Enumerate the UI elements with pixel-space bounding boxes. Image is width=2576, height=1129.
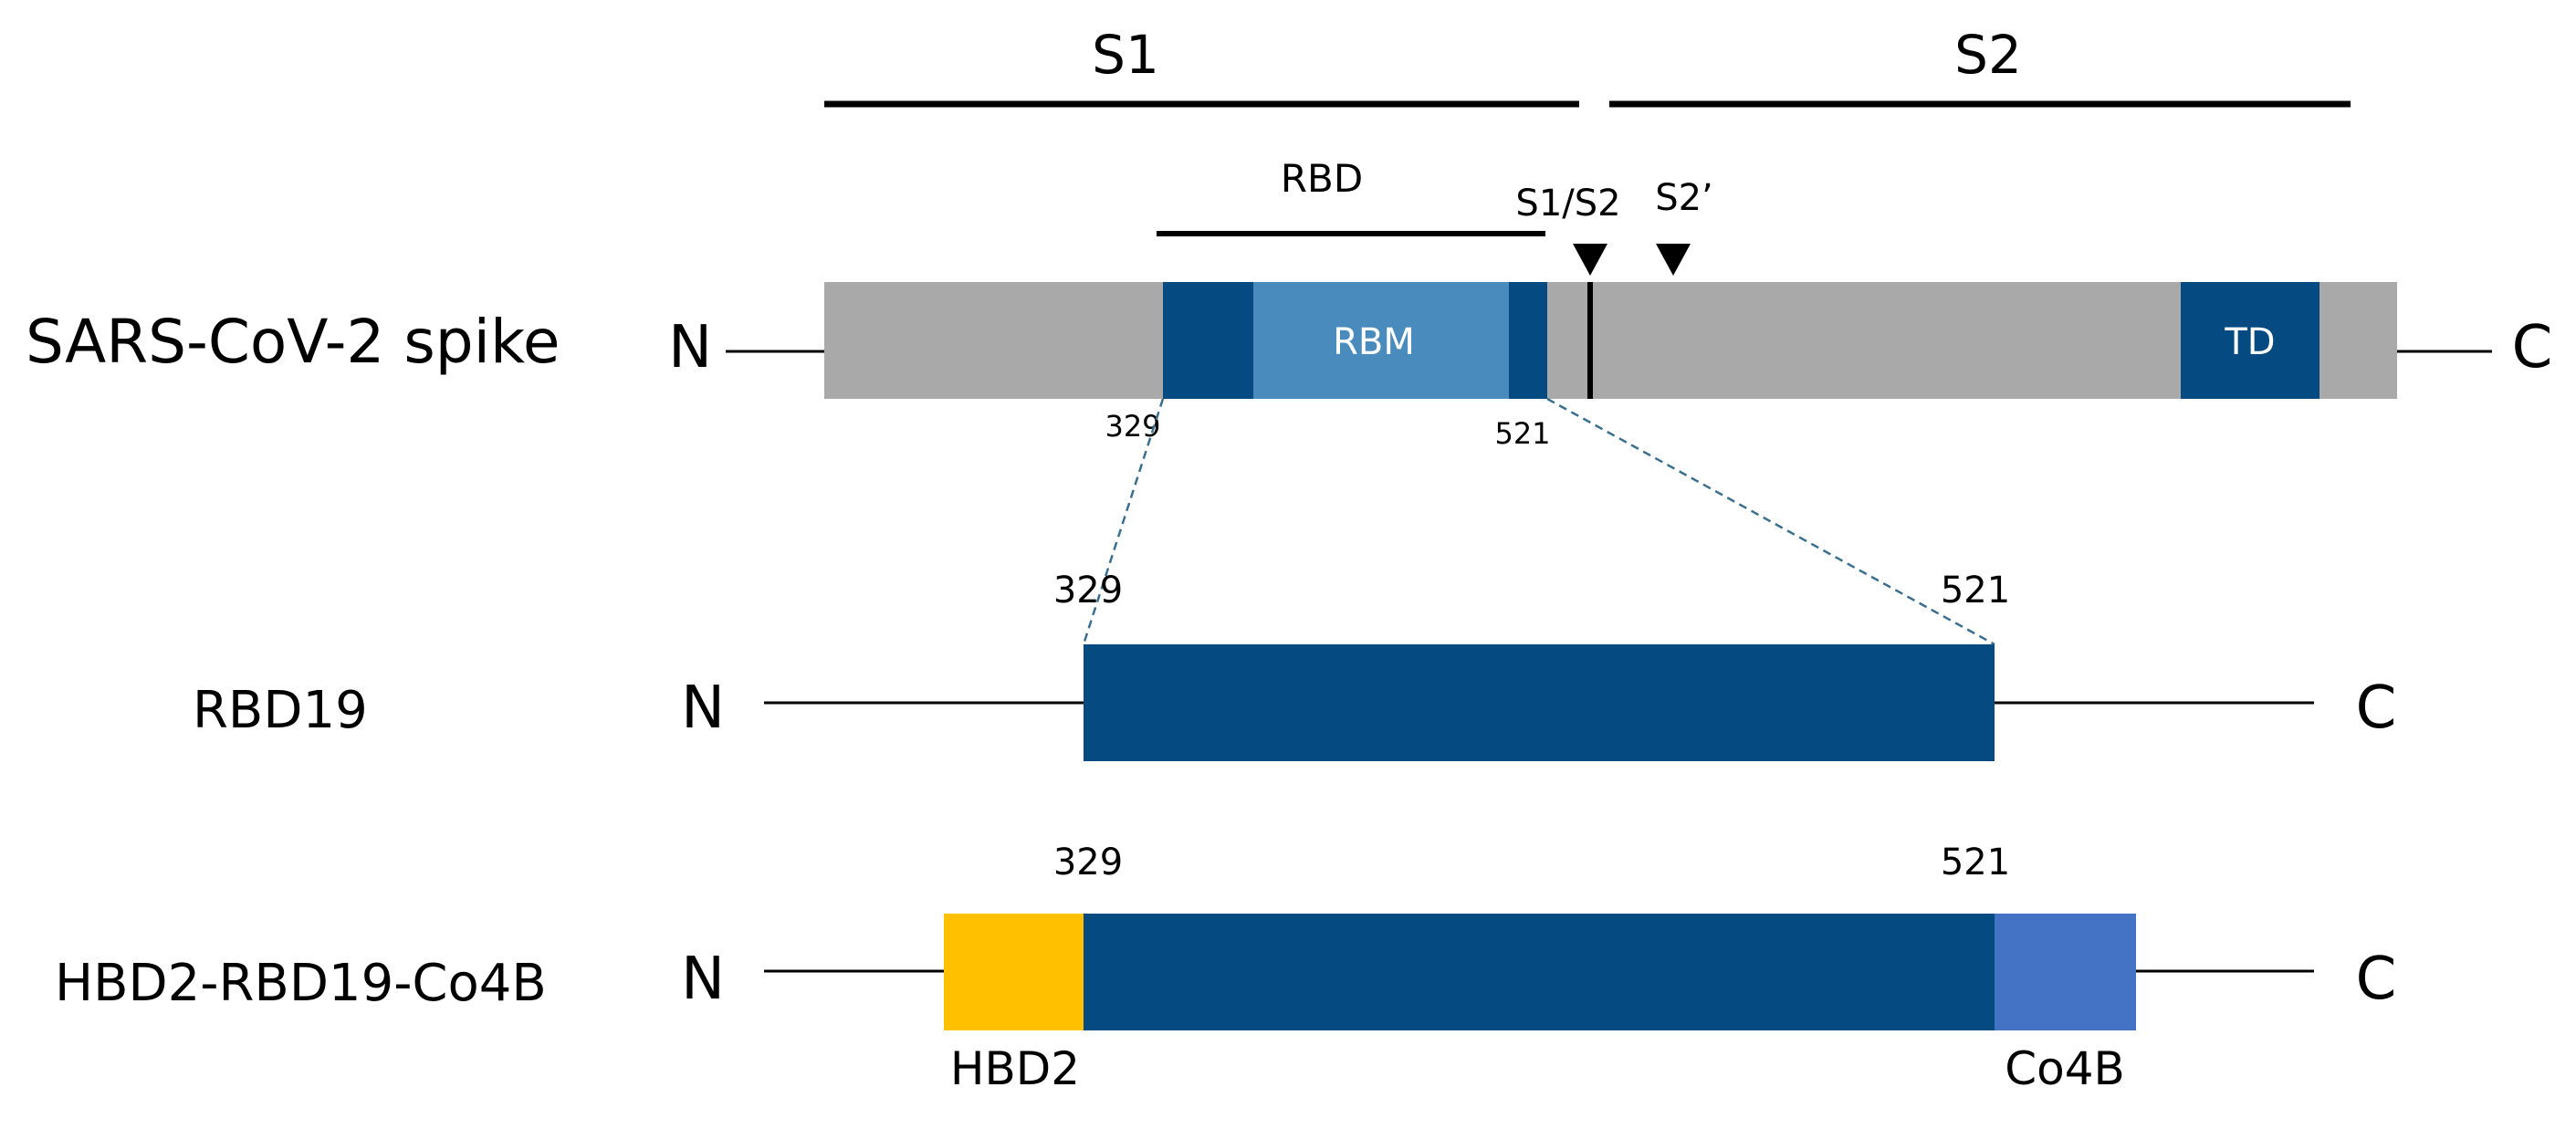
fusion-co4b-label: Co4B [2005, 1042, 2125, 1095]
spike-body [824, 282, 2397, 399]
spike-td-label: TD [2224, 321, 2275, 363]
fusion-end-residue: 521 [1941, 842, 2010, 883]
rbd19-domain [1084, 644, 1995, 761]
fusion-co4b-domain [1995, 914, 2136, 1030]
spike-end-residue: 521 [1494, 416, 1550, 451]
spike-c-terminus: C [2512, 314, 2553, 382]
spike-start-residue: 329 [1105, 409, 1160, 444]
s1s2-cleavage-marker [1573, 244, 1607, 276]
s2prime-cleavage-marker [1656, 244, 1691, 276]
rbd19-start-residue: 329 [1053, 570, 1123, 612]
zoom-connector-left [1082, 398, 1165, 645]
spike-rbm-label: RBM [1333, 321, 1415, 363]
fusion-construct-name: HBD2-RBD19-Co4B [55, 954, 547, 1013]
rbd19-end-residue: 521 [1941, 570, 2010, 612]
fusion-c-terminus: C [2356, 946, 2397, 1013]
s1-label: S1 [1092, 24, 1159, 86]
zoom-connector-right [1546, 397, 1995, 646]
fusion-rbd19-domain [1084, 914, 1995, 1030]
fusion-start-residue: 329 [1053, 842, 1123, 883]
fusion-hbd2-label: HBD2 [950, 1042, 1080, 1095]
spike-rbm-region [1253, 282, 1509, 399]
rbd19-n-terminus: N [681, 674, 725, 742]
s2prime-label: S2’ [1655, 177, 1713, 219]
rbd-label: RBD [1281, 156, 1363, 201]
rbd19-c-terminus: C [2356, 674, 2397, 742]
spike-td-domain [2181, 282, 2319, 399]
fusion-n-terminus: N [681, 946, 725, 1013]
s1s2-label: S1/S2 [1515, 183, 1620, 225]
spike-construct-name: SARS-CoV-2 spike [26, 307, 560, 377]
fusion-hbd2-domain [944, 914, 1085, 1030]
spike-n-terminus: N [668, 314, 712, 382]
rbd19-construct-name: RBD19 [193, 681, 368, 740]
s2-label: S2 [1954, 24, 2022, 86]
